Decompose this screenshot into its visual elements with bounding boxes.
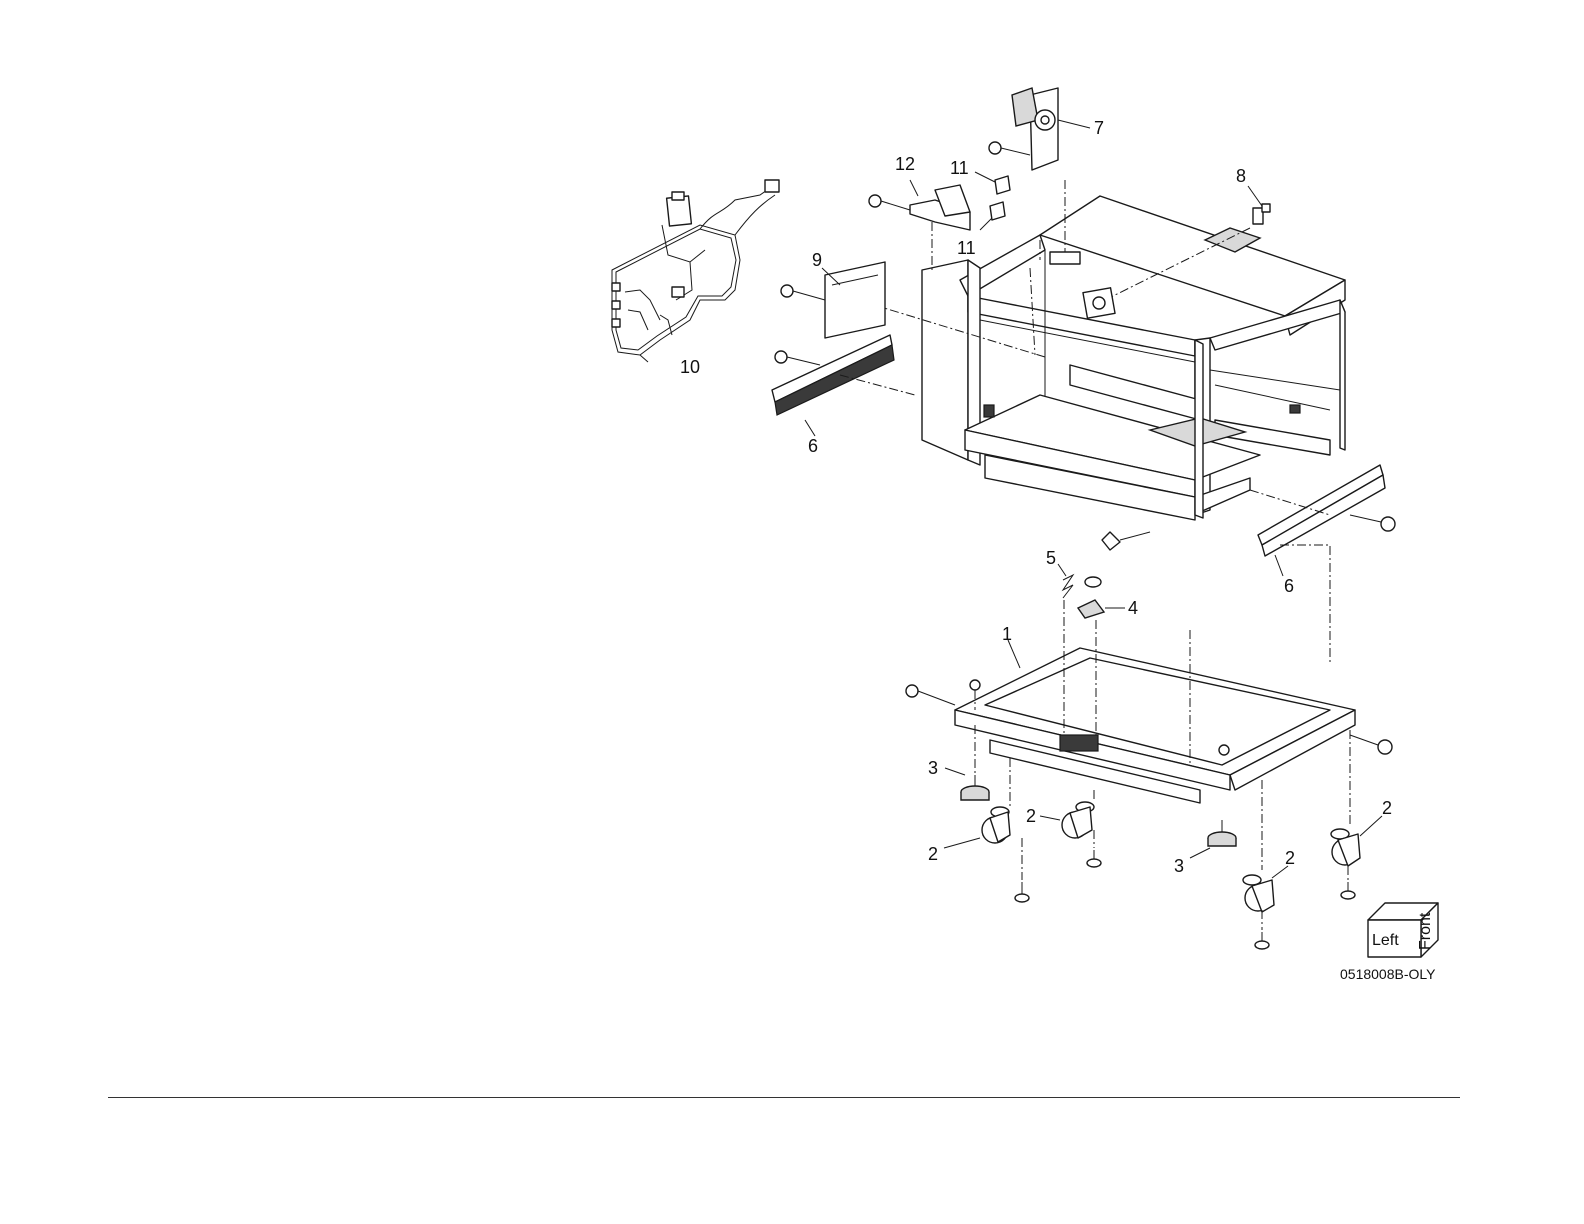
thumb-screw <box>1102 532 1150 550</box>
base-frame-part-1 <box>955 640 1355 803</box>
callout-2-front-right: 2 <box>1285 848 1295 868</box>
wire-harness-part-10 <box>612 180 779 362</box>
figure-identifier: 0518008B-OLY <box>1340 966 1435 982</box>
callout-3-left: 3 <box>928 758 938 778</box>
screw-near-part-12 <box>869 195 910 210</box>
caster-bolt-3 <box>1255 932 1269 949</box>
caster-part-2-rear-left <box>1040 790 1094 848</box>
orientation-cube: Left Front <box>1368 903 1438 957</box>
caster-bolt-1 <box>1015 882 1029 902</box>
callout-5: 5 <box>1046 548 1056 568</box>
callout-2-front-left: 2 <box>928 844 938 864</box>
rail-part-6-right <box>1250 465 1385 665</box>
screw-base-left <box>906 685 955 705</box>
clip-part-11-upper <box>975 172 1010 194</box>
screw-base-right <box>1350 735 1392 754</box>
callout-10: 10 <box>680 357 700 377</box>
clip-part-11-lower <box>980 202 1005 230</box>
callout-2-rear-right: 2 <box>1382 798 1392 818</box>
leveling-foot-part-3-right <box>1190 820 1236 858</box>
callout-4: 4 <box>1128 598 1138 618</box>
caster-part-2-front-right <box>1243 780 1288 930</box>
screw-near-part-7 <box>989 142 1030 155</box>
callout-9: 9 <box>812 250 822 270</box>
callout-3-right: 3 <box>1174 856 1184 876</box>
caster-part-2-front-left <box>944 758 1022 880</box>
leveling-foot-part-3-left <box>945 725 989 800</box>
callout-7: 7 <box>1094 118 1104 138</box>
callout-1: 1 <box>1002 624 1012 644</box>
caster-part-2-rear-right <box>1331 730 1382 880</box>
screw-near-part-6-left <box>775 351 820 365</box>
callout-11-lower: 11 <box>957 238 976 258</box>
caster-bolt-2 <box>1087 850 1101 867</box>
callout-8: 8 <box>1236 166 1246 186</box>
main-frame-assembly <box>825 180 1345 520</box>
callout-11-upper: 11 <box>950 158 969 178</box>
callout-6-left: 6 <box>808 436 818 456</box>
screw-near-part-6-right <box>1350 515 1395 531</box>
caster-bolt-4 <box>1341 882 1355 899</box>
callout-2-rear-left: 2 <box>1026 806 1036 826</box>
orientation-front-label: Front <box>1417 912 1434 950</box>
board-cover-part-9 <box>822 262 885 338</box>
rail-part-6-left <box>772 335 915 436</box>
callout-12: 12 <box>895 154 915 174</box>
callout-6-right: 6 <box>1284 576 1294 596</box>
motor-bracket-part-7 <box>1012 88 1090 170</box>
switch-part-8 <box>1248 186 1270 224</box>
orientation-left-label: Left <box>1372 932 1399 949</box>
screw-near-part-9 <box>781 285 825 300</box>
footer-rule <box>108 1097 1460 1098</box>
